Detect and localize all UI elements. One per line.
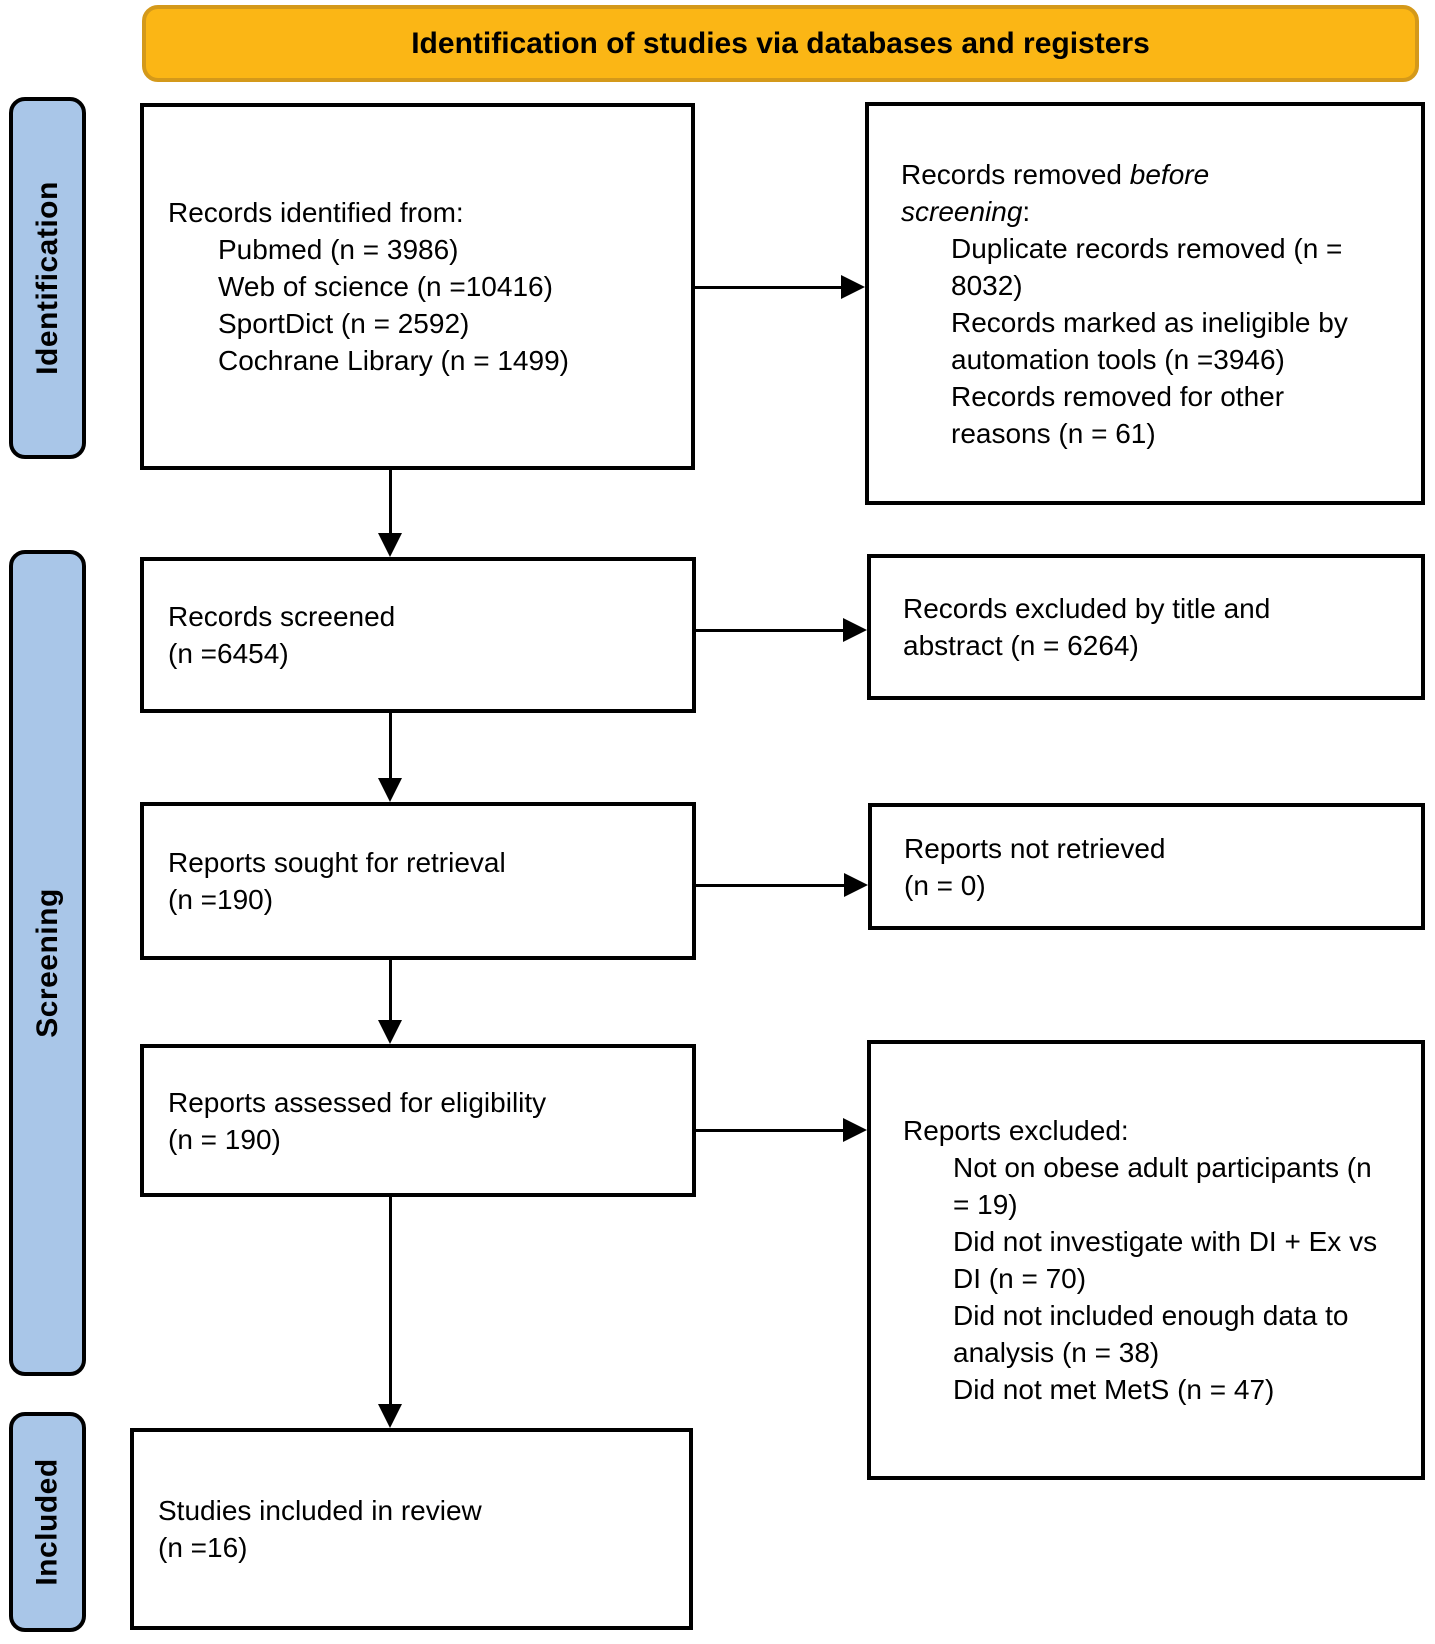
arrow-head-icon	[378, 1404, 402, 1428]
stage-screening-label: Screening	[30, 888, 64, 1038]
diagram-title: Identification of studies via databases …	[411, 26, 1150, 60]
box-reports-assessed: Reports assessed for eligibility (n = 19…	[140, 1044, 696, 1197]
arrow-head-icon	[378, 533, 402, 557]
reports-excluded-items: Not on obese adult participants (n = 19)…	[903, 1149, 1403, 1408]
reports-sought-count: (n =190)	[168, 884, 274, 915]
reports-assessed-label: Reports assessed for eligibility	[168, 1086, 547, 1118]
records-removed-suffix: :	[1022, 195, 1031, 227]
stage-identification-label: Identification	[30, 181, 64, 375]
reports-not-retrieved-count: (n = 0)	[904, 869, 986, 901]
list-item: Web of science (n =10416)	[218, 271, 553, 302]
arrow-shaft	[695, 286, 842, 289]
arrow-shaft	[696, 884, 845, 887]
box-reports-excluded: Reports excluded: Not on obese adult par…	[867, 1040, 1425, 1480]
records-screened-count: (n =6454)	[168, 638, 289, 669]
arrow-shaft	[389, 960, 392, 1021]
arrow-shaft	[389, 713, 392, 779]
reports-assessed-count: (n = 190)	[168, 1123, 281, 1155]
studies-included-count: (n =16)	[158, 1532, 248, 1563]
records-identified-heading: Records identified from:	[168, 197, 464, 228]
box-reports-not-retrieved: Reports not retrieved (n = 0)	[868, 803, 1425, 930]
arrow-head-icon	[843, 618, 867, 642]
records-excluded-text: Records excluded by title and abstract (…	[903, 593, 1271, 661]
arrow-shaft	[389, 470, 392, 534]
records-identified-items: Pubmed (n = 3986) Web of science (n =1041…	[168, 231, 673, 379]
box-reports-sought: Reports sought for retrieval (n =190)	[140, 802, 696, 960]
list-item: Records marked as ineligible by automati…	[951, 306, 1348, 375]
arrow-shaft	[696, 629, 844, 632]
records-removed-italic: before screening	[901, 158, 1210, 227]
list-item: Did not included enough data to analysis…	[953, 1300, 1349, 1368]
records-screened-label: Records screened	[168, 601, 396, 632]
records-removed-prefix: Records removed	[901, 158, 1130, 190]
arrow-head-icon	[843, 1118, 867, 1142]
arrow-head-icon	[378, 1020, 402, 1044]
stage-included-label: Included	[30, 1458, 64, 1586]
studies-included-label: Studies included in review	[158, 1495, 482, 1526]
arrow-head-icon	[841, 275, 865, 299]
records-removed-heading: Records removed before screening:	[901, 156, 1335, 230]
list-item: Pubmed (n = 3986)	[218, 234, 459, 265]
stage-identification: Identification	[9, 97, 86, 459]
reports-sought-label: Reports sought for retrieval	[168, 847, 506, 878]
box-records-excluded: Records excluded by title and abstract (…	[867, 554, 1425, 700]
diagram-title-band: Identification of studies via databases …	[142, 5, 1419, 82]
list-item: Duplicate records removed (n = 8032)	[951, 232, 1343, 301]
box-records-screened: Records screened (n =6454)	[140, 557, 696, 713]
list-item: Cochrane Library (n = 1499)	[218, 345, 569, 376]
stage-screening: Screening	[9, 550, 86, 1376]
stage-included: Included	[9, 1412, 86, 1632]
list-item: Did not investigate with DI + Ex vs DI (…	[953, 1226, 1378, 1294]
list-item: SportDict (n = 2592)	[218, 308, 470, 339]
reports-not-retrieved-label: Reports not retrieved	[904, 832, 1166, 864]
reports-excluded-heading: Reports excluded:	[903, 1115, 1129, 1146]
box-records-removed: Records removed before screening: Duplic…	[865, 102, 1425, 505]
arrow-head-icon	[844, 873, 868, 897]
list-item: Not on obese adult participants (n = 19)	[953, 1152, 1372, 1220]
arrow-shaft	[696, 1129, 844, 1132]
arrow-head-icon	[378, 778, 402, 802]
list-item: Did not met MetS (n = 47)	[953, 1374, 1275, 1405]
arrow-shaft	[389, 1197, 392, 1405]
list-item: Records removed for other reasons (n = 6…	[951, 380, 1285, 449]
box-records-identified: Records identified from: Pubmed (n = 398…	[140, 103, 695, 470]
box-studies-included: Studies included in review (n =16)	[130, 1428, 693, 1630]
records-removed-items: Duplicate records removed (n = 8032)Reco…	[901, 230, 1403, 452]
